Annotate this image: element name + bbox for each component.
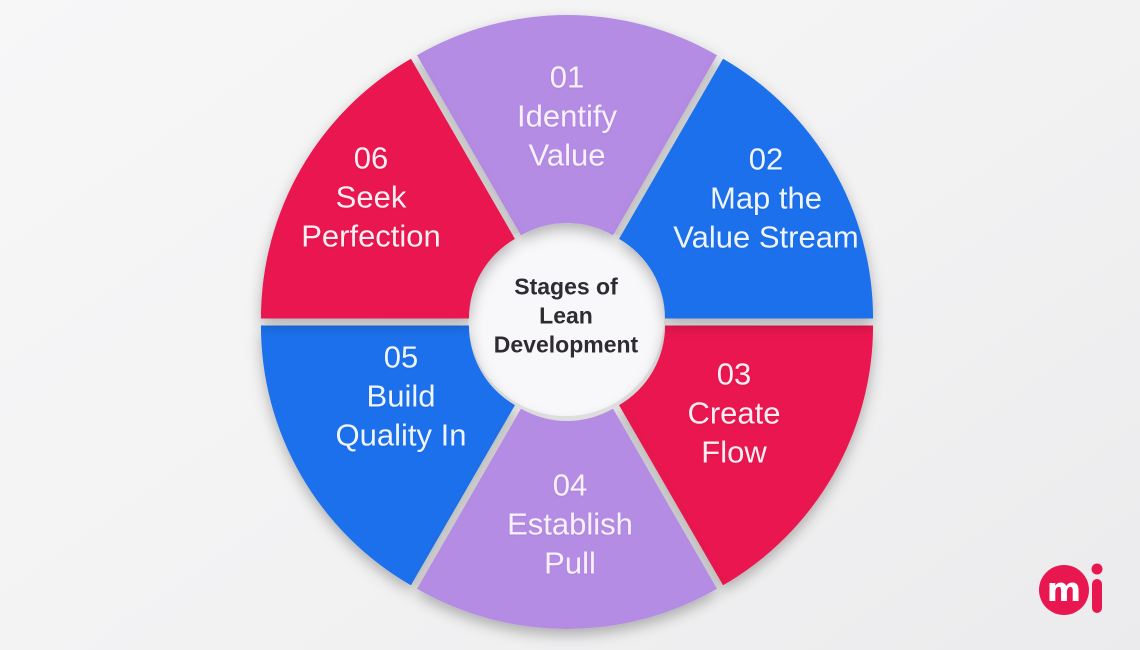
center-title-line: Development [493,331,639,358]
center-disc [468,220,664,416]
wedge-06 [260,58,515,319]
wheel-wedges [260,14,874,630]
center-title-line: Stages of [514,273,618,300]
wedge-05 [260,325,515,586]
wedge-03 [619,325,874,586]
wedge-04 [417,408,717,630]
center-title: Stages of Lean Development [494,273,638,360]
brand-logo: m [1039,563,1103,615]
logo-m-letter: m [1047,570,1081,609]
logo-i-dot-icon [1091,563,1103,575]
center-title-line: Lean [539,302,593,329]
logo-i-stem-icon [1092,579,1102,613]
wedge-01 [417,14,717,236]
wedge-02 [619,58,874,319]
logo-circle-icon [1039,565,1089,615]
